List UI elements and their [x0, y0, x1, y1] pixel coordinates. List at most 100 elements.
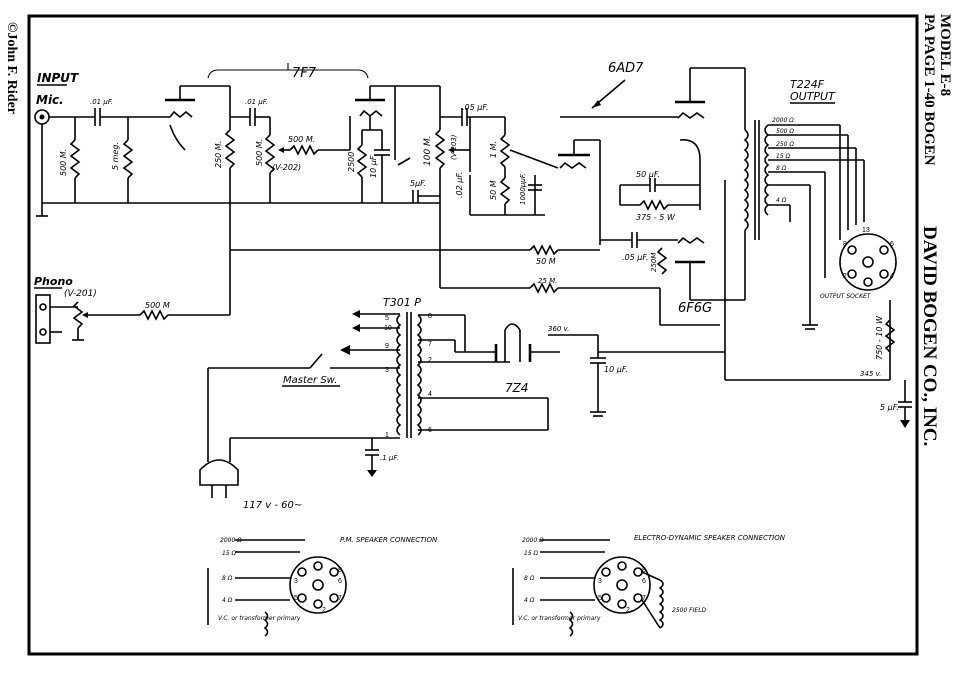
output-socket: 8 13 2 6 4 OUTPUT SOCKET 750 - 10 W 345 …: [725, 227, 912, 428]
r-mic1-label: 500 M.: [59, 149, 68, 176]
pm-pin-2: 2: [322, 607, 326, 614]
phono-label: Phono: [34, 275, 73, 288]
tube-7z4-label: 7Z4: [505, 381, 529, 395]
output-transformer-t224f: T224F OUTPUT 2000 Ω 500 Ω 250 Ω 15 Ω 8 Ω…: [724, 78, 865, 380]
pm-row-15: 15 Ω: [222, 550, 237, 557]
vc-primary-label-1: V.C. or transformer primary: [218, 615, 301, 622]
r-mic2-label: 5 meg.: [111, 142, 120, 170]
tap-8: 8 Ω: [776, 165, 787, 172]
em-pin-5: 5: [598, 595, 602, 602]
t301p-pin-5: 5: [385, 315, 389, 322]
em-speaker-label: ELECTRO-DYNAMIC SPEAKER CONNECTION: [634, 534, 786, 542]
r-375-label: 375 - 5 W: [636, 213, 676, 222]
t224f-label: T224F: [790, 78, 825, 91]
em-speaker-connection: ELECTRO-DYNAMIC SPEAKER CONNECTION 2000 …: [512, 534, 786, 637]
r-50m-label: 50 M: [536, 257, 556, 266]
line-voltage-label: 117 v - 60~: [243, 500, 302, 511]
r-2500-label: 2500: [347, 152, 356, 172]
cap-mic-label: .01 µF.: [90, 98, 113, 106]
output-socket-icon: [839, 233, 897, 291]
v-360-label: 360 v.: [548, 325, 569, 333]
tube-7f7-label: 7F7: [292, 66, 317, 81]
socket-pin-2: 2: [843, 273, 847, 280]
tap-2000: 2000 Ω: [772, 117, 794, 124]
em-row-15: 15 Ω: [524, 550, 539, 557]
phono-input: Phono (V-201) 500 M: [34, 250, 231, 344]
em-pin-2: 2: [626, 607, 630, 614]
pm-speaker-connection: P.M. SPEAKER CONNECTION 2000 Ω 15 Ω 8 Ω …: [207, 536, 438, 637]
em-pin-8: 8: [642, 567, 646, 574]
tube-6f6g: 6F6G .05 µF. 250M 50 µF. 375 - 5 W: [560, 67, 746, 326]
pm-pin-7: 7: [338, 595, 342, 602]
tube-6ad7: 6AD7 .02 µF. 1 M. 50 M 1000µµF.: [455, 61, 644, 245]
phono-jack-icon: [35, 294, 51, 344]
pm-pin-8: 8: [338, 567, 342, 574]
pm-row-8: 8 Ω: [222, 575, 233, 582]
cap-02-label: .02 µF.: [455, 172, 464, 198]
rectifier-7z4: 7Z4 360 v. 10 µF.: [418, 314, 725, 431]
r-500m-series-label: 500 M.: [288, 135, 315, 144]
r-1m-label: 1 M.: [489, 141, 498, 158]
em-pin-6: 6: [642, 578, 646, 585]
pm-speaker-label: P.M. SPEAKER CONNECTION: [340, 536, 438, 544]
r-100m-label: 100 M.: [423, 135, 433, 166]
em-row-2000: 2000 Ω: [522, 537, 544, 544]
em-row-8: 8 Ω: [524, 575, 535, 582]
t301p-label: T301 P: [383, 296, 421, 309]
r-250m-b-label: 250M: [650, 253, 658, 272]
cathode-network: 2500 10 µF. 5µF.: [347, 105, 440, 203]
t301p-pin-7: 7: [428, 341, 432, 348]
input-section: INPUT Mic. .01 µF. 500 M. 5 meg.: [34, 71, 440, 217]
cap-05b-label: .05 µF.: [622, 253, 648, 262]
field-label: 2500 FIELD: [672, 607, 707, 614]
cap-10b-label: 10 µF.: [604, 365, 628, 374]
r-750-label: 750 - 10 W: [875, 315, 884, 360]
t301p-pin-1: 1: [385, 432, 389, 439]
feedback-resistors: 50 M 25 M.: [230, 244, 660, 294]
tap-4: 4 Ω: [776, 197, 787, 204]
em-row-4: 4 Ω: [524, 597, 535, 604]
page-label: PA PAGE 1-40 BOGEN: [921, 14, 937, 166]
v202-label: (V-202): [272, 163, 301, 172]
em-pin-7: 7: [642, 595, 646, 602]
tube-7f7: 7F7: [165, 63, 396, 151]
volume-control-v203: 100 M. (V-203) .05 µF.: [395, 85, 505, 250]
cap-5-label: 5µF.: [410, 179, 426, 188]
cap-01-label: .01 µF.: [245, 98, 268, 106]
vc-primary-label-2: V.C. or transformer primary: [518, 615, 601, 622]
tap-250: 250 Ω: [776, 141, 794, 148]
cap-5b-label: 5 µF.: [880, 403, 899, 412]
tap-500: 500 Ω: [776, 128, 794, 135]
t301p-pin-9: 9: [385, 343, 389, 350]
master-switch-label: Master Sw.: [283, 375, 337, 386]
rider-copyright: ©John F. Rider: [4, 22, 19, 114]
company-label: DAVID BOGEN CO., INC.: [919, 226, 940, 446]
cap-05-label: .05 µF.: [462, 103, 488, 112]
t301p-pin-4: 4: [428, 391, 432, 398]
tap-15: 15 Ω: [776, 153, 791, 160]
mic-label: Mic.: [36, 93, 64, 107]
v201-label: (V-201): [64, 289, 97, 299]
cap-50-label: 50 µF.: [636, 170, 660, 179]
tube-6f6g-label: 6F6G: [678, 301, 712, 316]
r-25m-label: 25 M.: [538, 277, 557, 285]
cap-1000-label: 1000µµF.: [519, 173, 527, 205]
pm-row-4: 4 Ω: [222, 597, 233, 604]
socket-pin-6: 6: [890, 241, 894, 248]
pm-pin-6: 6: [338, 578, 342, 585]
t301p-pin-8: 8: [428, 313, 432, 320]
r-250m-label: 250 M.: [214, 141, 223, 168]
pm-pin-3: 3: [294, 578, 298, 585]
power-transformer-t301p: T301 P 5 10 9 3 1 8 7 2 4 6 Master Sw. 1…: [199, 296, 432, 511]
r-500m-pot-label: 500 M.: [255, 139, 264, 166]
power-plug-icon: [199, 459, 239, 486]
em-pin-3: 3: [598, 578, 602, 585]
cap-10-label: 10 µF.: [369, 154, 378, 178]
pm-pin-5: 5: [294, 595, 298, 602]
cap-1-label: .1 µF.: [380, 454, 399, 462]
output-label: OUTPUT: [790, 90, 836, 103]
tube-6ad7-label: 6AD7: [608, 61, 644, 76]
r-50m-a-label: 50 M: [489, 180, 498, 200]
sheet-border: [27, 14, 919, 656]
